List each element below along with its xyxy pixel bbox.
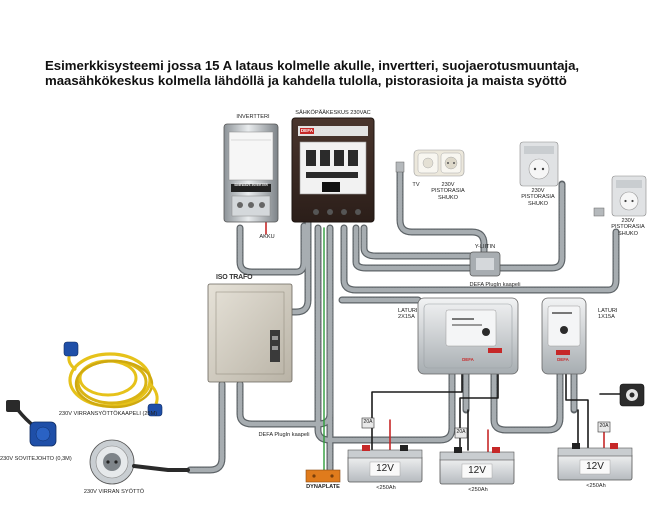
battery-1 [347, 445, 423, 483]
y-splitter-label: Y-LIITIN [474, 244, 496, 250]
akku-label: AKKU [259, 234, 275, 240]
charger-2x15a [417, 297, 519, 375]
y-splitter [469, 251, 501, 277]
shore-power-inlet [89, 439, 190, 485]
extension-cable [63, 341, 163, 417]
fuse-2-label: 20A [456, 429, 466, 435]
title-line-2: maasähkökeskus kolmella lähdöllä ja kahd… [45, 73, 567, 88]
fuse-3-label: 20A [599, 423, 609, 429]
battery-3-capacity: <250Ah [586, 483, 606, 489]
adapter-cable-label: 230V SOVITEJOHTO (0,3M) [0, 456, 72, 462]
charger-1x15a [541, 297, 587, 375]
tv-label: TV [412, 182, 420, 188]
main-panel-brand: DEFA [300, 128, 314, 133]
tv-outlet-label: 230V PISTORASIA SHUKO [431, 182, 465, 201]
adapter-cable [6, 400, 57, 447]
fuse-1-label: 20A [363, 419, 373, 425]
dynaplate-label: DYNAPLATE [306, 484, 340, 490]
outlet-2-label: 230V PISTORASIA SHUKO [521, 188, 555, 207]
charger-1-brand: DEFA [462, 357, 474, 362]
inverter [223, 123, 279, 223]
charger-2-brand: DEFA [557, 357, 569, 362]
cable-network [186, 166, 621, 474]
inlet-label: 230V VIRRAN SYÖTTÖ [83, 489, 145, 495]
main-panel-label: SÄHKÖPÄÄKESKUS 230VAC [295, 110, 371, 116]
extension-cable-label: 230V VIRRANSYÖTTÖKAAPELI (25M) [58, 411, 158, 417]
dynaplate [305, 469, 341, 483]
inverter-brand: SINEWAVE INVERTER [234, 183, 268, 187]
outlet-2 [519, 141, 559, 187]
tv-outlet [395, 149, 465, 177]
charger-2-label: LATURI 1X15A [598, 308, 618, 321]
inverter-label: INVERTTERI [236, 114, 270, 120]
battery-2 [439, 447, 515, 485]
battery-3 [557, 443, 633, 481]
title-line-1: Esimerkkisysteemi jossa 15 A lataus kolm… [45, 58, 580, 73]
battery-3-voltage: 12V [586, 461, 604, 472]
plugin-cable-bottom-label: DEFA PlugIn kaapeli [258, 432, 310, 438]
iso-trafo-label: ISO TRAFO [216, 274, 253, 281]
isolation-transformer [207, 283, 293, 383]
main-distribution-panel [291, 117, 375, 223]
outlet-3-label: 230V PISTORASIA SHUKO [611, 218, 645, 237]
charger-1-label: LATURI 2X15A [398, 308, 418, 321]
fuses [361, 417, 611, 439]
battery-2-voltage: 12V [468, 465, 486, 476]
remote-panel [619, 383, 645, 407]
battery-2-capacity: <250Ah [468, 487, 488, 493]
plugin-cable-top-label: DEFA PlugIn kaapeli [469, 282, 521, 288]
outlet-3 [593, 175, 647, 217]
battery-1-capacity: <250Ah [376, 485, 396, 491]
battery-1-voltage: 12V [376, 463, 394, 474]
diagram-title: Esimerkkisysteemi jossa 15 A lataus kolm… [45, 58, 635, 88]
